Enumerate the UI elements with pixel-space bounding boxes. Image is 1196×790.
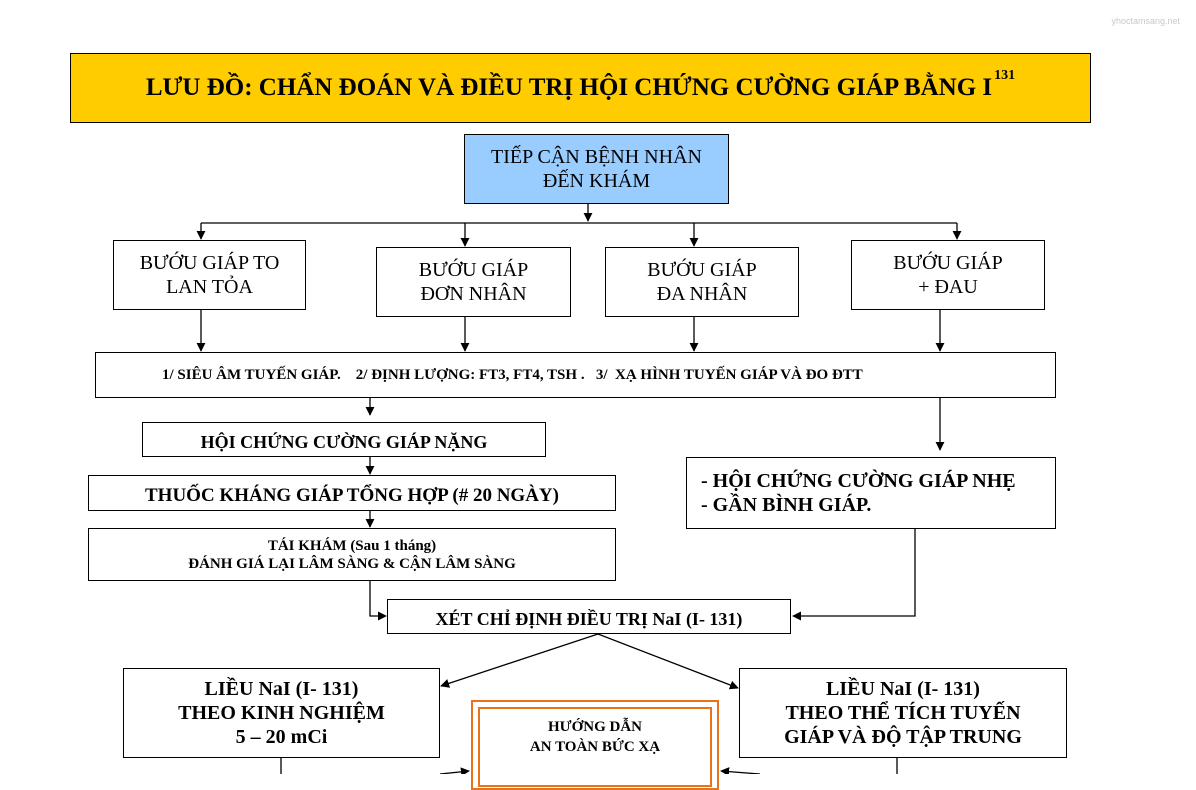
goiter-single-line-1: BƯỚU GIÁP [418,259,529,281]
goiter-diffuse-line-2: LAN TỎA [166,276,253,298]
tests-node: 1/ SIÊU ÂM TUYẾN GIÁP. 2/ ĐỊNH LƯỢNG: FT… [95,352,1056,398]
safety-line-1: HƯỚNG DẪN [547,719,643,735]
empirical-dose-line-3: 5 – 20 mCi [235,726,328,748]
antithyroid-drug-node: THUỐC KHÁNG GIÁP TỔNG HỢP (# 20 NGÀY) [88,475,616,511]
test-item-2: 2/ ĐỊNH LƯỢNG: FT3, FT4, TSH . [355,367,585,383]
mild-line-1: - HỘI CHỨNG CƯỜNG GIÁP NHẸ [701,470,1016,492]
arrow-indication-to-volume [597,633,739,690]
watermark: yhoctamsang.net [1111,16,1180,26]
recheck-line-1: TÁI KHÁM (Sau 1 tháng) [267,537,437,554]
empirical-dose-line-2: THEO KINH NGHIỆM [178,702,385,724]
empirical-dose-node: LIỀU NaI (I- 131) THEO KINH NGHIỆM 5 – 2… [123,668,440,758]
flowchart-title: LƯU ĐỒ: CHẨN ĐOÁN VÀ ĐIỀU TRỊ HỘI CHỨNG … [70,53,1091,123]
test-item-3: 3/ XẠ HÌNH TUYẾN GIÁP VÀ ĐO ĐTT [595,367,863,383]
title-text: LƯU ĐỒ: CHẨN ĐOÁN VÀ ĐIỀU TRỊ HỘI CHỨNG … [145,74,993,101]
volume-dose-line-2: THEO THỂ TÍCH TUYẾN [785,702,1021,724]
arrow-indication-to-empirical [440,633,599,688]
arrow-recheck-to-indication [369,581,387,621]
recheck-node: TÁI KHÁM (Sau 1 tháng) ĐÁNH GIÁ LẠI LÂM … [88,528,616,581]
empirical-dose-line-1: LIỀU NaI (I- 131) [204,678,359,700]
test-item-1: 1/ SIÊU ÂM TUYẾN GIÁP. [162,367,341,383]
goiter-diffuse-node: BƯỚU GIÁP TO LAN TỎA [113,240,306,310]
indication-label: XÉT CHỈ ĐỊNH ĐIỀU TRỊ NaI (I- 131) [435,608,743,629]
start-line-2: ĐẾN KHÁM [542,170,651,192]
goiter-multi-line-1: BƯỚU GIÁP [647,259,757,281]
safety-line-2: AN TOÀN BỨC XẠ [529,738,661,755]
mild-line-2: - GẦN BÌNH GIÁP. [701,494,872,516]
goiter-single-line-2: ĐƠN NHÂN [420,283,527,305]
goiter-pain-node: BƯỚU GIÁP + ĐAU [851,240,1045,310]
goiter-diffuse-line-1: BƯỚU GIÁP TO [139,252,280,274]
severe-hyperthyroid-label: HỘI CHỨNG CƯỜNG GIÁP NẶNG [200,431,488,452]
antithyroid-label: THUỐC KHÁNG GIÁP TỔNG HỢP (# 20 NGÀY) [145,484,559,506]
start-node: TIẾP CẬN BỆNH NHÂN ĐẾN KHÁM [464,134,729,204]
goiter-single-node: BƯỚU GIÁP ĐƠN NHÂN [376,247,571,317]
volume-dose-line-3: GIÁP VÀ ĐỘ TẬP TRUNG [784,726,1022,748]
arrow-mild-to-indication [792,529,916,621]
severe-hyperthyroid-node: HỘI CHỨNG CƯỜNG GIÁP NẶNG [142,422,546,457]
recheck-line-2: ĐÁNH GIÁ LẠI LÂM SÀNG & CẬN LÂM SÀNG [188,555,516,572]
mild-hyperthyroid-node: - HỘI CHỨNG CƯỜNG GIÁP NHẸ - GẦN BÌNH GI… [686,457,1056,529]
volume-dose-line-1: LIỀU NaI (I- 131) [826,678,980,700]
start-line-1: TIẾP CẬN BỆNH NHÂN [491,146,702,168]
volume-dose-node: LIỀU NaI (I- 131) THEO THỂ TÍCH TUYẾN GI… [739,668,1067,758]
goiter-multi-line-2: ĐA NHÂN [656,283,748,305]
treatment-indication-node: XÉT CHỈ ĐỊNH ĐIỀU TRỊ NaI (I- 131) [387,599,791,634]
goiter-pain-line-2: + ĐAU [918,276,978,298]
goiter-multi-node: BƯỚU GIÁP ĐA NHÂN [605,247,799,317]
title-superscript: 131 [994,67,1016,83]
connector-arrows [196,204,962,774]
goiter-pain-line-1: BƯỚU GIÁP [893,252,1003,274]
